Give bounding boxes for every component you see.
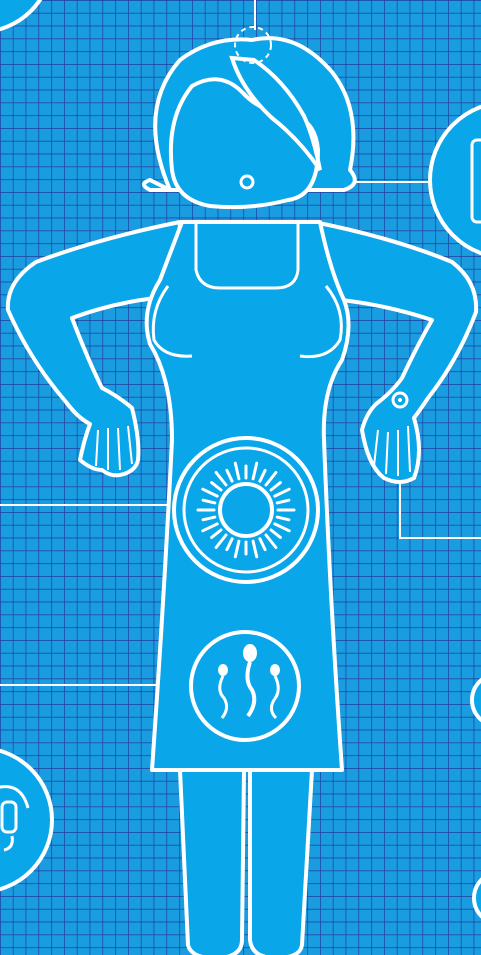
right-leg: [250, 770, 312, 955]
egg-cell-icon: [174, 438, 318, 582]
mouth-marker: [241, 176, 253, 188]
sperm-cells-icon: [191, 632, 299, 740]
left-leg: [180, 770, 244, 955]
wrist-sensor-dot: [398, 398, 402, 402]
